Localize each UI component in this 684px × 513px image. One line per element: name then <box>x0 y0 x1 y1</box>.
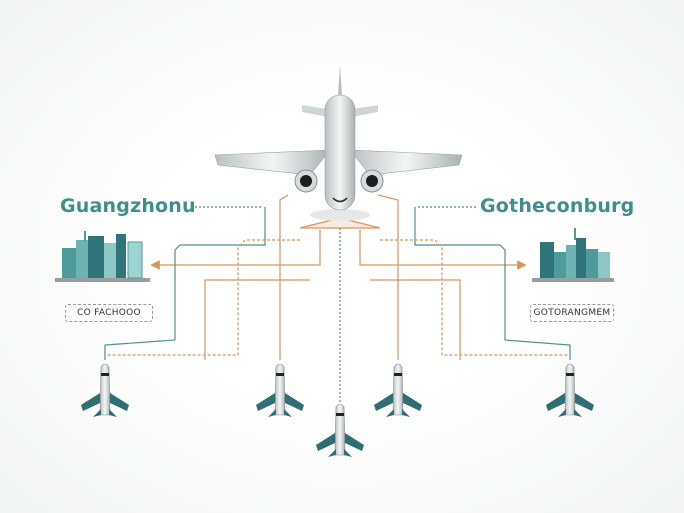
route-line <box>105 239 300 356</box>
small-airplane-icon <box>315 403 365 458</box>
small-airplane-icon <box>545 363 595 418</box>
destination-code-label: GOTORANGMEM <box>530 304 614 322</box>
small-airplane-icon <box>255 363 305 418</box>
city-skyline-icon <box>55 231 150 282</box>
route-line <box>279 194 289 360</box>
origin-code-label: CO FACHOOO <box>65 304 153 322</box>
route-line <box>104 207 266 360</box>
destination-city-name: Gotheconburg <box>480 195 635 217</box>
route-line <box>359 230 527 270</box>
route-line <box>377 194 399 360</box>
route-line <box>150 230 321 270</box>
origin-city-name: Guangzhonu <box>60 195 196 217</box>
route-lines <box>104 194 571 410</box>
city-skyline-icon <box>532 228 614 282</box>
route-line <box>204 279 310 360</box>
route-line <box>414 207 571 360</box>
small-airplane-icon <box>373 363 423 418</box>
small-airplane-icon <box>81 363 129 417</box>
airplane-main-icon <box>214 65 463 221</box>
route-line <box>380 239 570 356</box>
route-line <box>370 279 461 360</box>
route-line <box>299 217 381 229</box>
